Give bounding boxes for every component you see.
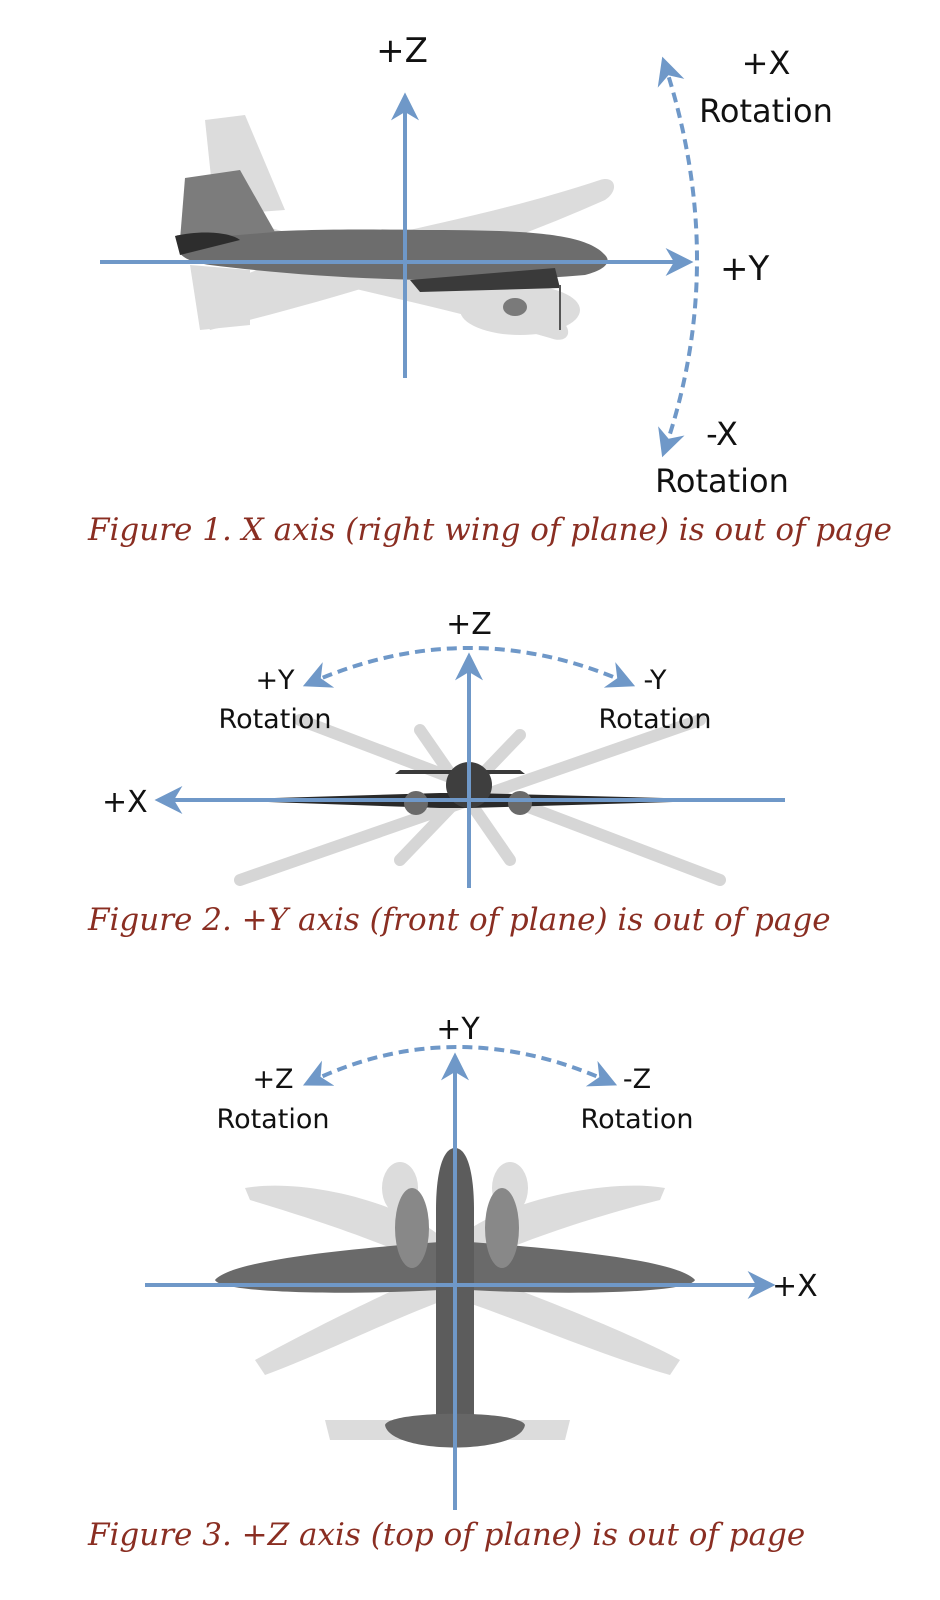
fig1-rot-neg-word: Rotation [655,462,789,500]
fig2-rotation-arc [302,646,636,688]
fig3-rot-neg-sign: -Z [623,1064,651,1095]
figure-1: +Z +Y +X Rotation -X Rotation Figure 1. … [87,31,892,548]
fig2-axis-up-label: +Z [446,607,492,642]
fig2-rot-pos-word: Rotation [219,704,332,735]
fig2-caption: Figure 2. +Y axis (front of plane) is ou… [87,902,831,938]
fig1-rot-pos-sign: +X [742,44,791,82]
fig1-rotation-arc [657,56,699,458]
fig1-caption: Figure 1. X axis (right wing of plane) i… [87,512,892,548]
fig2-rot-neg-sign: -Y [643,665,667,696]
fig1-axis-up-label: +Z [376,31,428,71]
fig3-rot-pos-sign: +Z [252,1064,293,1095]
fig1-rot-pos-word: Rotation [699,92,833,130]
fig1-rot-neg-sign: -X [706,415,738,453]
fig3-rot-pos-word: Rotation [217,1104,330,1135]
figure-2: +Z +X +Y Rotation -Y Rotation Figure 2. … [87,607,831,938]
fig3-axis-up-label: +Y [436,1012,480,1047]
fig3-axis-side-label: +X [772,1269,818,1304]
fig2-axis-side-label: +X [102,785,148,820]
plane-side-view [175,115,615,340]
fig3-rot-neg-word: Rotation [581,1104,694,1135]
fig2-rot-pos-sign: +Y [255,665,295,696]
fig3-rotation-arc [302,1045,618,1087]
fig3-caption: Figure 3. +Z axis (top of plane) is out … [87,1517,805,1553]
figure-3: +Y +X +Z Rotation -Z Rotation Figure 3. … [87,1012,818,1553]
fig2-rot-neg-word: Rotation [599,704,712,735]
fig1-axis-side-label: +Y [720,249,769,289]
